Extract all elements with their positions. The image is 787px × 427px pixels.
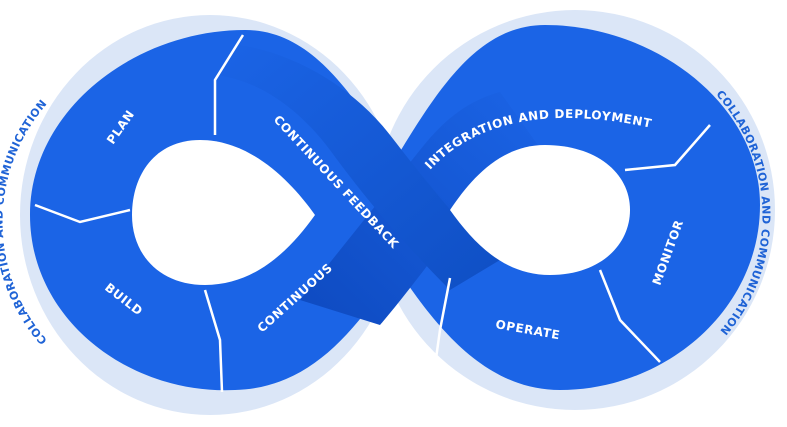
segment-dividers xyxy=(34,34,711,393)
crossing-bands xyxy=(215,45,545,325)
inner-holes xyxy=(132,140,630,285)
